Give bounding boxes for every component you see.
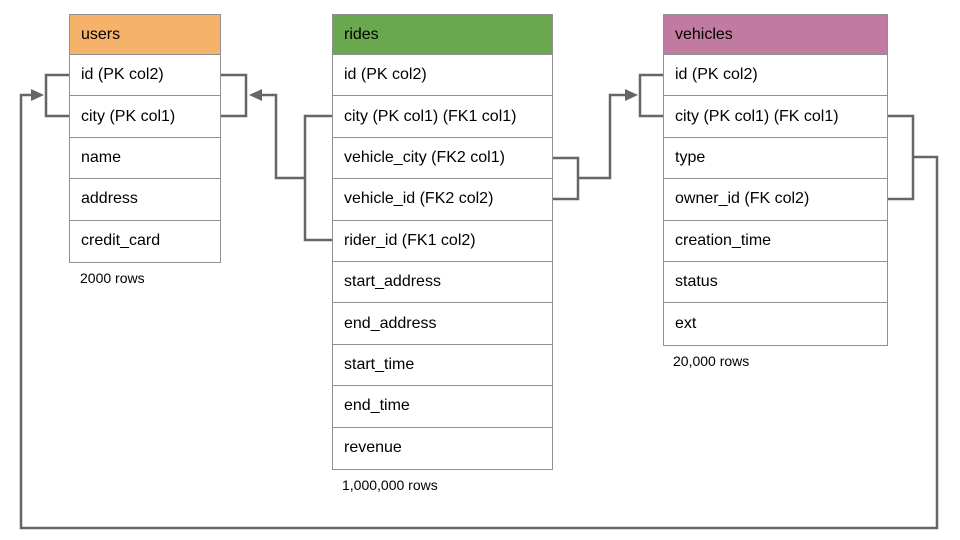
column-vehicles-city: city (PK col1) (FK col1): [664, 96, 887, 138]
rides-right-bracket: [553, 156, 580, 201]
table-vehicles: vehicles id (PK col2) city (PK col1) (FK…: [663, 14, 888, 346]
users-right-bracket: [221, 73, 248, 118]
column-users-city: city (PK col1): [70, 96, 220, 138]
column-rides-vehicle-city: vehicle_city (FK2 col1): [333, 137, 552, 180]
column-users-credit-card: credit_card: [70, 220, 220, 262]
fk-arrowhead: [31, 89, 44, 101]
fk1-rides-users-line: [260, 93, 305, 180]
column-users-address: address: [70, 179, 220, 221]
column-users-name: name: [70, 137, 220, 180]
column-vehicles-creation-time: creation_time: [664, 220, 887, 262]
table-header-vehicles: vehicles: [664, 15, 887, 55]
rides-row-count: 1,000,000 rows: [342, 477, 438, 493]
column-vehicles-status: status: [664, 261, 887, 304]
column-rides-start-time: start_time: [333, 344, 552, 387]
column-rides-vehicle-id: vehicle_id (FK2 col2): [333, 179, 552, 221]
rides-left-bracket: [303, 114, 332, 242]
table-header-rides: rides: [333, 15, 552, 55]
fk1-arrowhead: [249, 89, 262, 101]
column-vehicles-owner-id: owner_id (FK col2): [664, 179, 887, 221]
column-vehicles-id: id (PK col2): [664, 55, 887, 97]
fk2-arrowhead: [625, 89, 638, 101]
column-vehicles-type: type: [664, 137, 887, 180]
table-users: users id (PK col2) city (PK col1) name a…: [69, 14, 221, 263]
table-header-users: users: [70, 15, 220, 55]
vehicles-left-bracket: [638, 73, 663, 118]
table-rides: rides id (PK col2) city (PK col1) (FK1 c…: [332, 14, 553, 470]
users-left-bracket: [44, 73, 69, 118]
column-rides-city: city (PK col1) (FK1 col1): [333, 96, 552, 138]
column-rides-start-address: start_address: [333, 261, 552, 304]
column-rides-end-address: end_address: [333, 303, 552, 345]
vehicles-right-bracket: [888, 114, 915, 201]
column-rides-end-time: end_time: [333, 386, 552, 428]
fk-vehicles-users-line: [19, 93, 939, 530]
users-row-count: 2000 rows: [80, 270, 145, 286]
fk2-rides-vehicles-line: [578, 93, 627, 180]
column-users-id: id (PK col2): [70, 55, 220, 97]
column-vehicles-ext: ext: [664, 303, 887, 345]
column-rides-revenue: revenue: [333, 427, 552, 469]
column-rides-rider-id: rider_id (FK1 col2): [333, 220, 552, 262]
vehicles-row-count: 20,000 rows: [673, 353, 750, 369]
column-rides-id: id (PK col2): [333, 55, 552, 97]
